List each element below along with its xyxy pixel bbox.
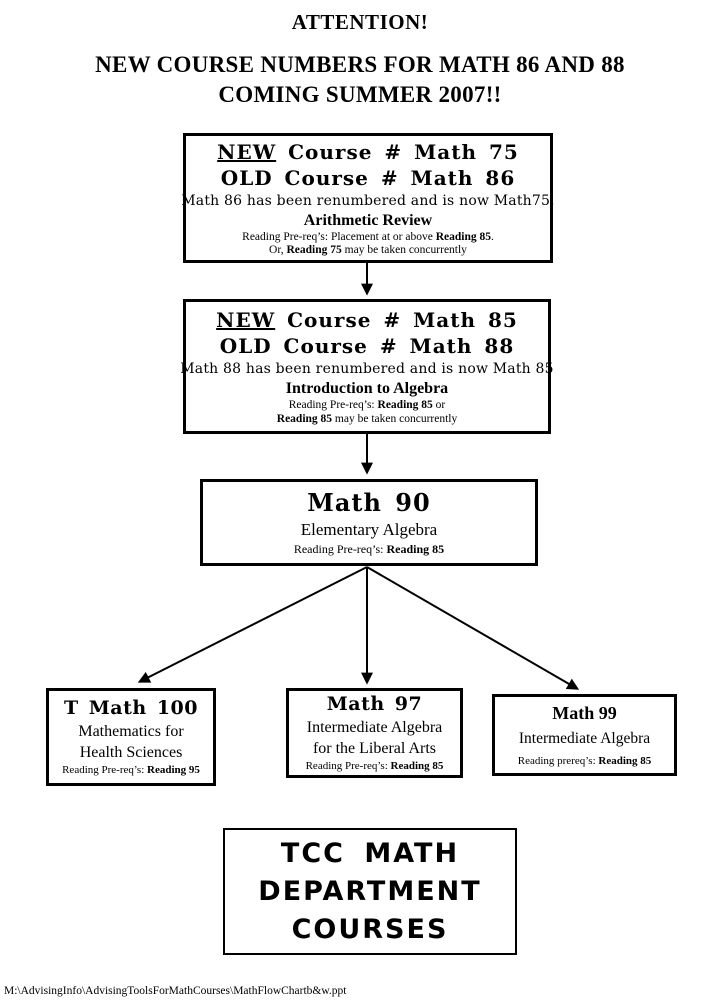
prereq-text: may be taken concurrently	[341, 244, 467, 256]
tmath100-heading: T Math 100	[64, 697, 198, 719]
prereq-text: Reading Pre-req’s:	[288, 399, 378, 411]
prereq-text: Reading prereq’s:	[517, 754, 599, 767]
new-heading-rest: Course # Math 75	[276, 139, 519, 164]
math90-heading: Math 90	[307, 488, 431, 517]
header: ATTENTION! NEW COURSE NUMBERS FOR MATH 8…	[0, 10, 720, 110]
prereq-bold: Reading 85	[390, 760, 444, 772]
prereq-text: or	[432, 399, 446, 411]
page-title: ATTENTION!	[291, 10, 429, 34]
math90-prereq: Reading Pre-req’s: Reading 85	[294, 541, 444, 557]
prereq-text: Reading Pre-req’s: Placement at or above	[242, 230, 436, 243]
file-path-footer: M:\AdvisingInfo\AdvisingToolsForMathCour…	[4, 985, 347, 997]
prereq-text: Reading Pre-req’s:	[62, 764, 148, 776]
math75-prereq-line-2: Or, Reading 75 may be taken concurrently	[269, 244, 467, 258]
subtitle-line-1: NEW COURSE NUMBERS FOR MATH 86 AND 88	[95, 52, 625, 77]
tcc-line-3: COURSES	[291, 913, 449, 945]
math97-heading: Math 97	[326, 693, 423, 715]
math75-new-heading: NEW Course # Math 75	[217, 139, 519, 165]
math85-course-title: Introduction to Algebra	[285, 380, 449, 397]
math90-subtitle: Elementary Algebra	[300, 520, 438, 539]
math85-prereq-line-1: Reading Pre-req’s: Reading 85 or	[289, 399, 446, 413]
prereq-text: Reading Pre-req’s:	[293, 542, 387, 556]
prereq-text: .	[490, 230, 494, 243]
arrow-math90-to-math99	[366, 566, 580, 690]
math97-subtitle-line-2: for the Liberal Arts	[312, 740, 437, 757]
tcc-line-1: TCC MATH	[280, 837, 460, 869]
math97-subtitle-line-1: Intermediate Algebra	[306, 719, 443, 736]
math75-course-title: Arithmetic Review	[303, 211, 433, 229]
prereq-bold: Reading 85	[598, 754, 652, 767]
new-underlined: NEW	[216, 308, 276, 332]
tmath100-subtitle-line-1: Mathematics for	[78, 723, 184, 740]
math99-prereq: Reading prereq’s: Reading 85	[518, 754, 652, 769]
math75-old-heading: OLD Course # Math 86	[220, 165, 516, 190]
new-underlined: NEW	[217, 139, 277, 164]
prereq-bold: Reading 85	[386, 542, 445, 556]
subtitle-line-2: COMING SUMMER 2007!!	[218, 82, 502, 107]
prereq-bold: Reading 95	[147, 764, 200, 776]
math75-prereq-line-1: Reading Pre-req’s: Placement at or above…	[242, 231, 494, 245]
page-subtitle: NEW COURSE NUMBERS FOR MATH 86 AND 88 CO…	[0, 50, 720, 110]
tmath100-subtitle-line-2: Health Sciences	[79, 744, 183, 761]
math85-old-heading: OLD Course # Math 88	[219, 334, 515, 358]
arrow-math90-to-tmath100	[137, 566, 368, 683]
prereq-bold: Reading 85	[377, 399, 433, 411]
node-math75: NEW Course # Math 75 OLD Course # Math 8…	[181, 133, 555, 263]
tcc-line-2: DEPARTMENT	[258, 875, 482, 907]
prereq-text: may be taken concurrently	[332, 412, 458, 425]
math85-prereq-line-2: Reading 85 may be taken concurrently	[277, 413, 457, 427]
tmath100-prereq: Reading Pre-req’s: Reading 95	[62, 763, 200, 778]
math99-subtitle: Intermediate Algebra	[518, 730, 651, 747]
prereq-bold: Reading 75	[286, 244, 342, 256]
node-math85: NEW Course # Math 85 OLD Course # Math 8…	[180, 299, 554, 434]
math97-prereq: Reading Pre-req’s: Reading 85	[306, 759, 444, 774]
math75-note: Math 86 has been renumbered and is now M…	[181, 192, 555, 209]
prereq-text: Or,	[269, 244, 287, 256]
math99-heading: Math 99	[552, 702, 617, 723]
node-tcc-math-department: TCC MATH DEPARTMENT COURSES	[223, 828, 517, 955]
new-heading-rest: Course # Math 85	[275, 308, 518, 332]
node-tmath100: T Math 100 Mathematics for Health Scienc…	[46, 688, 216, 786]
math85-new-heading: NEW Course # Math 85	[216, 307, 518, 333]
node-math90: Math 90 Elementary Algebra Reading Pre-r…	[200, 479, 538, 566]
prereq-bold: Reading 85	[276, 412, 333, 425]
node-math97: Math 97 Intermediate Algebra for the Lib…	[286, 688, 463, 778]
prereq-text: Reading Pre-req’s:	[305, 760, 391, 772]
math85-note: Math 88 has been renumbered and is now M…	[180, 361, 554, 377]
prereq-bold: Reading 85	[435, 230, 491, 243]
node-math99: Math 99 Intermediate Algebra Reading pre…	[492, 694, 677, 776]
